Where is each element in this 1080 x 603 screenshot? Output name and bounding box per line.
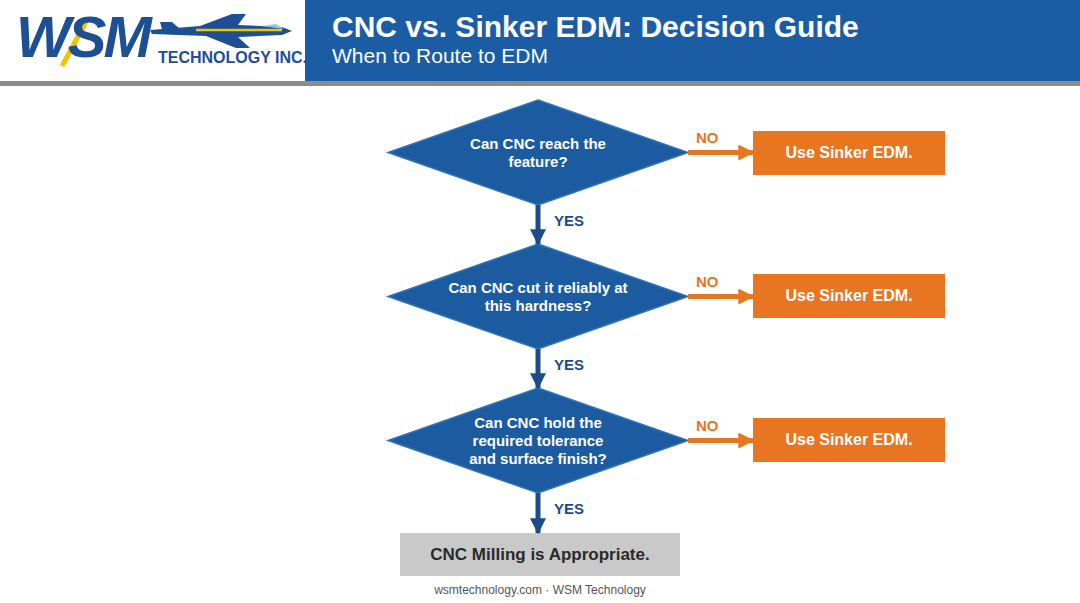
footer-note: wsmtechnology.com · WSM Technology <box>434 584 646 596</box>
header-rule <box>0 81 1080 86</box>
node-text: Can CNC reach the feature? <box>468 135 608 171</box>
outcome-box: Use Sinker EDM. <box>753 274 945 318</box>
edge-label: YES <box>554 356 584 373</box>
result-box: CNC Milling is Appropriate. <box>400 533 680 576</box>
node-text: Can CNC hold the required tolerance and … <box>458 414 618 468</box>
decision-diamond: Can CNC hold the required tolerance and … <box>388 388 688 493</box>
node-text: Use Sinker EDM. <box>785 286 912 305</box>
diamond-shape <box>388 388 688 493</box>
flow-arrow <box>688 150 753 155</box>
flow-arrow <box>688 294 753 299</box>
edge-label: YES <box>554 212 584 229</box>
page-title: CNC vs. Sinker EDM: Decision Guide <box>332 10 859 44</box>
node-text: Use Sinker EDM. <box>785 143 912 162</box>
flow-arrow <box>536 349 541 388</box>
node-text: Can CNC cut it reliably at this hardness… <box>446 279 631 315</box>
edge-label: NO <box>696 273 719 290</box>
outcome-box: Use Sinker EDM. <box>753 131 945 175</box>
header-band <box>305 0 1080 81</box>
edge-label: NO <box>696 129 719 146</box>
flow-arrow <box>536 205 541 244</box>
diamond-shape <box>388 244 688 349</box>
logo-subtext: TECHNOLOGY INC. <box>158 50 307 66</box>
logo-wordmark: WSM <box>16 8 149 66</box>
jet-illustration <box>150 14 292 48</box>
subtitle: When to Route to EDM <box>332 45 548 66</box>
edge-label: YES <box>554 500 584 517</box>
decision-diamond: Can CNC cut it reliably at this hardness… <box>388 244 688 349</box>
node-text: Use Sinker EDM. <box>785 430 912 449</box>
flow-arrow <box>536 493 541 533</box>
edge-label: NO <box>696 417 719 434</box>
decision-diamond: Can CNC reach the feature? <box>388 100 688 205</box>
diamond-shape <box>388 100 688 205</box>
outcome-box: Use Sinker EDM. <box>753 418 945 462</box>
flow-arrow <box>688 438 753 443</box>
node-text: CNC Milling is Appropriate. <box>430 544 649 564</box>
